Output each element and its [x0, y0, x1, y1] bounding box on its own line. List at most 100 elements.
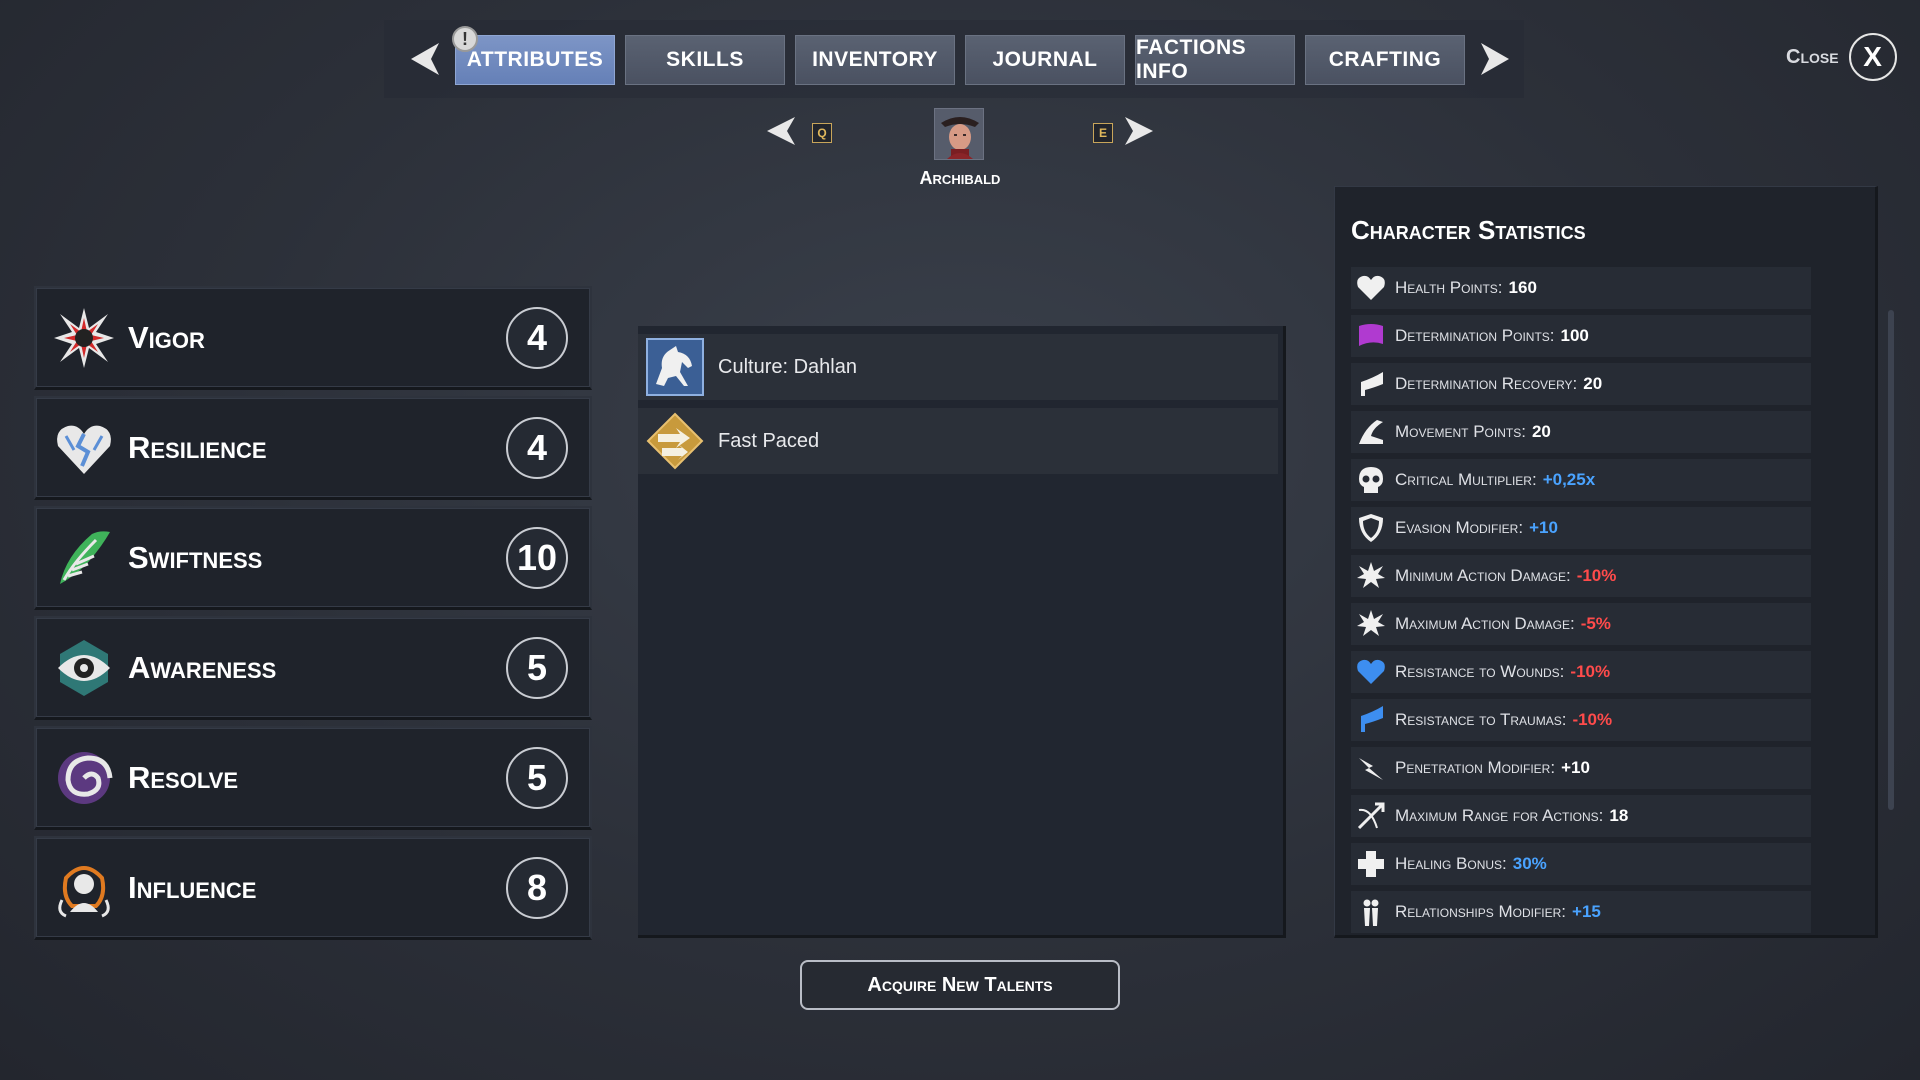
- cross-icon: [1358, 851, 1384, 877]
- boot-icon: [1359, 420, 1383, 444]
- stat-relationships-modifier: Relationships Modifier: +15: [1351, 891, 1811, 933]
- tab-label: Journal: [992, 48, 1098, 71]
- prev-character-arrow-icon[interactable]: [760, 110, 802, 152]
- stat-value: +15: [1572, 902, 1601, 921]
- shield-icon: [1359, 514, 1383, 542]
- explosion-icon: [1357, 562, 1385, 588]
- stat-label: Minimum Action Damage:: [1395, 566, 1571, 585]
- attribute-value: 5: [506, 746, 568, 809]
- stat-value: 100: [1560, 326, 1589, 345]
- stat-critical-multiplier: Critical Multiplier: +0,25x: [1351, 459, 1811, 501]
- heart-icon: [1357, 275, 1385, 300]
- close-control[interactable]: Close X: [1786, 33, 1897, 81]
- spiral-icon: [58, 751, 113, 804]
- attribute-name: Awareness: [128, 649, 277, 685]
- trait-label: Culture: Dahlan: [718, 355, 857, 378]
- attribute-vigor[interactable]: Vigor 4: [34, 286, 592, 390]
- stat-minimum-action-damage: Minimum Action Damage: -10%: [1351, 555, 1811, 597]
- tab-attributes[interactable]: Attributes: [455, 35, 615, 85]
- tab-journal[interactable]: Journal: [965, 35, 1125, 85]
- stat-label: Resistance to Traumas:: [1395, 710, 1567, 729]
- acquire-new-talents-button[interactable]: Acquire New Talents: [800, 960, 1120, 1010]
- key-hint-e: E: [1093, 123, 1113, 143]
- bow-icon: [1357, 802, 1385, 830]
- stat-health-points: Health Points: 160: [1351, 267, 1811, 309]
- stats-title: Character Statistics: [1351, 215, 1586, 245]
- piercing-icon: [1359, 758, 1383, 780]
- attribute-value: 5: [506, 636, 568, 699]
- close-icon: X: [1863, 41, 1882, 72]
- recovery-flag-icon: [1361, 372, 1383, 396]
- stat-value: +0,25x: [1542, 470, 1596, 489]
- stat-label: Maximum Range for Actions:: [1395, 806, 1604, 825]
- attribute-value: 10: [506, 526, 568, 589]
- stat-label: Critical Multiplier:: [1395, 470, 1537, 489]
- trait-fast-paced[interactable]: Fast Paced: [638, 408, 1278, 474]
- stat-resistance-to-wounds: Resistance to Wounds: -10%: [1351, 651, 1811, 693]
- stat-label: Penetration Modifier:: [1395, 758, 1556, 777]
- tab-label: Attributes: [466, 48, 604, 71]
- attribute-name: Swiftness: [128, 539, 263, 575]
- stat-value: 160: [1508, 278, 1537, 297]
- stat-maximum-range: Maximum Range for Actions: 18: [1351, 795, 1811, 837]
- tab-inventory[interactable]: Inventory: [795, 35, 955, 85]
- close-label: Close: [1786, 45, 1839, 68]
- character-name: Archibald: [919, 168, 1001, 188]
- trait-culture[interactable]: Culture: Dahlan: [638, 334, 1278, 400]
- attribute-name: Vigor: [128, 319, 205, 355]
- tab-label: Inventory: [812, 48, 938, 71]
- stat-value: -10%: [1570, 662, 1611, 681]
- horse-icon: [646, 338, 704, 396]
- tab-factions-info[interactable]: Factions Info: [1135, 35, 1295, 85]
- stat-value: 30%: [1512, 854, 1547, 873]
- arrows-icon: [646, 412, 704, 470]
- attribute-resilience[interactable]: Resilience 4: [34, 396, 592, 500]
- tab-prev-arrow-icon[interactable]: [404, 38, 446, 80]
- attribute-swiftness[interactable]: Swiftness 10: [34, 506, 592, 610]
- people-icon: [1363, 899, 1379, 926]
- tab-next-arrow-icon[interactable]: [1474, 38, 1516, 80]
- close-button[interactable]: X: [1848, 33, 1897, 81]
- tab-skills[interactable]: Skills: [625, 35, 785, 85]
- stat-maximum-action-damage: Maximum Action Damage: -5%: [1351, 603, 1811, 645]
- stat-label: Maximum Action Damage:: [1395, 614, 1575, 633]
- attribute-influence[interactable]: Influence 8: [34, 836, 592, 940]
- next-character-arrow-icon[interactable]: [1118, 110, 1160, 152]
- stat-label: Relationships Modifier:: [1395, 902, 1567, 921]
- stat-value: +10: [1529, 518, 1558, 537]
- stat-determination-recovery: Determination Recovery: 20: [1351, 363, 1811, 405]
- skull-icon: [1359, 467, 1383, 493]
- trait-label: Fast Paced: [718, 429, 820, 452]
- stat-label: Movement Points:: [1395, 422, 1526, 441]
- attribute-name: Influence: [128, 869, 257, 905]
- stat-healing-bonus: Healing Bonus: 30%: [1351, 843, 1811, 885]
- attribute-value: 8: [506, 856, 568, 919]
- stat-label: Healing Bonus:: [1395, 854, 1507, 873]
- key-hint-q: Q: [812, 123, 832, 143]
- stat-resistance-to-traumas: Resistance to Traumas: -10%: [1351, 699, 1811, 741]
- burst-icon: [54, 307, 114, 368]
- shattered-heart-icon: [57, 425, 111, 474]
- flag-icon: [1359, 324, 1383, 346]
- stat-determination-points: Determination Points: 100: [1351, 315, 1811, 357]
- character-portrait[interactable]: [934, 108, 984, 160]
- stat-label: Health Points:: [1395, 278, 1503, 297]
- attribute-awareness[interactable]: Awareness 5: [34, 616, 592, 720]
- stats-scrollbar[interactable]: [1888, 310, 1894, 810]
- tab-label: Factions Info: [1136, 36, 1247, 83]
- character-statistics-panel: Character Statistics Health Points: 160 …: [1334, 186, 1878, 938]
- stat-value: -10%: [1572, 710, 1613, 729]
- wings-icon: [60, 530, 110, 584]
- crowned-head-icon: [58, 865, 110, 917]
- blue-flag-icon: [1361, 706, 1383, 732]
- attribute-value: 4: [506, 306, 568, 369]
- stat-value: -5%: [1580, 614, 1611, 633]
- tab-crafting[interactable]: Crafting: [1305, 35, 1465, 85]
- stat-value: 20: [1583, 374, 1603, 393]
- attribute-resolve[interactable]: Resolve 5: [34, 726, 592, 830]
- stat-value: +10: [1561, 758, 1590, 777]
- stat-value: 20: [1531, 422, 1551, 441]
- attribute-value: 4: [506, 416, 568, 479]
- tab-label: Crafting: [1328, 48, 1442, 71]
- stat-label: Evasion Modifier:: [1395, 518, 1524, 537]
